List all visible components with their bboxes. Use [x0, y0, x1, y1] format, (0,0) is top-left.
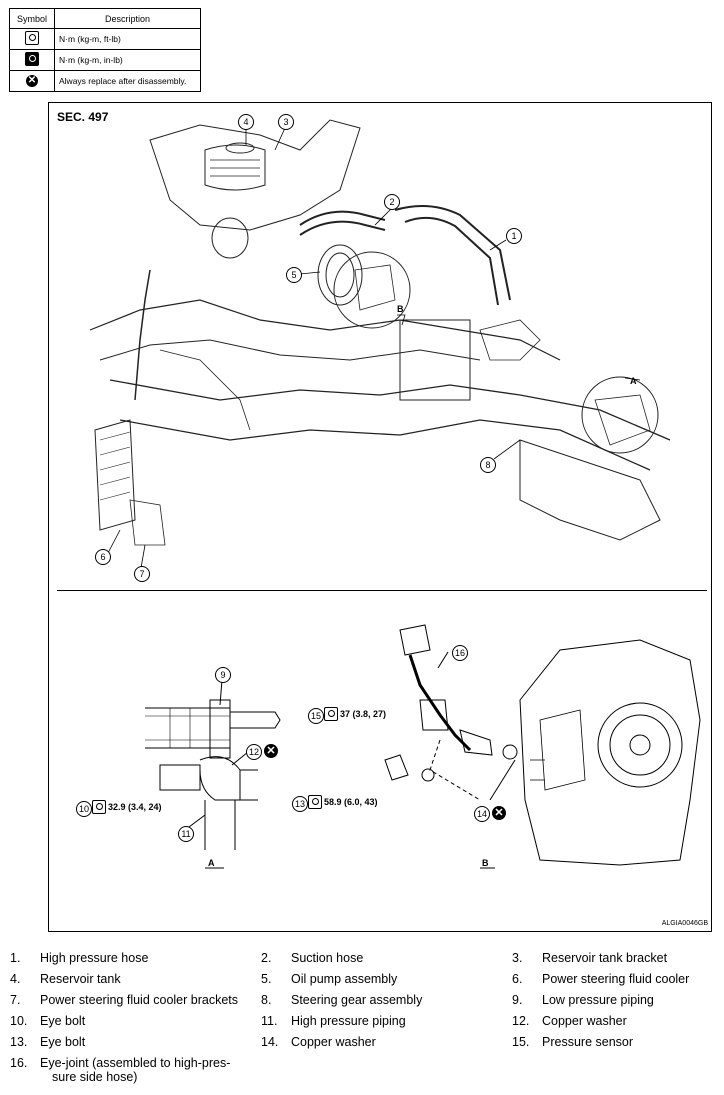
- torque-value-15: 37 (3.8, 27): [340, 709, 387, 719]
- always-replace-icon: ✕: [264, 744, 278, 758]
- detail-b-label: B: [482, 858, 489, 868]
- callout-3: 3: [278, 114, 294, 130]
- callout-14: 14: [474, 806, 490, 822]
- part-item-8: 8.Steering gear assembly: [261, 993, 423, 1007]
- callout-1: 1: [506, 228, 522, 244]
- part-item-15: 15.Pressure sensor: [512, 1035, 634, 1049]
- callout-6: 6: [95, 549, 111, 565]
- callout-2: 2: [384, 194, 400, 210]
- callout-13: 13: [292, 796, 308, 812]
- upper-leader-lines: [107, 127, 641, 569]
- part-item-12: 12.Copper washer: [512, 1014, 627, 1028]
- part-item-16-text: Eye-joint (assembled to high-pres- sure …: [40, 1056, 231, 1084]
- part-item-13: 13.Eye bolt: [10, 1035, 86, 1049]
- part-item-1: 1.High pressure hose: [10, 951, 149, 965]
- detail-b-drawing: [384, 624, 701, 869]
- callout-7: 7: [134, 566, 150, 582]
- part-item-6: 6.Power steering fluid cooler: [512, 972, 690, 986]
- callout-15: 15: [308, 708, 324, 724]
- callout-9: 9: [215, 667, 231, 683]
- callout-10: 10: [76, 801, 92, 817]
- figure-code: ALGIA0046GB: [661, 920, 708, 927]
- always-replace-icon: ✕: [26, 75, 38, 87]
- torque-wrench-icon: [92, 800, 106, 814]
- legend-symbol-1: [9, 28, 55, 50]
- part-item-10: 10.Eye bolt: [10, 1014, 86, 1028]
- legend-symbol-3: ✕: [9, 70, 55, 92]
- torque-wrench-inlb-icon: [25, 52, 39, 66]
- part-item-4: 4.Reservoir tank: [10, 972, 121, 986]
- callout-5: 5: [286, 267, 302, 283]
- torque-spec-10: 32.9 (3.4, 24): [92, 800, 162, 814]
- section-label: SEC. 497: [57, 110, 109, 124]
- torque-spec-13: 58.9 (6.0, 43): [308, 795, 378, 809]
- torque-spec-15: 37 (3.8, 27): [324, 707, 386, 721]
- torque-wrench-icon: [308, 795, 322, 809]
- callout-8: 8: [480, 457, 496, 473]
- part-item-11: 11.High pressure piping: [261, 1014, 406, 1028]
- diagram-frame: [48, 102, 712, 932]
- callout-12: 12: [246, 744, 262, 760]
- torque-value-13: 58.9 (6.0, 43): [324, 797, 378, 807]
- diagram-divider: [57, 590, 707, 591]
- always-replace-icon: ✕: [492, 806, 506, 820]
- part-item-5: 5.Oil pump assembly: [261, 972, 398, 986]
- torque-value-10: 32.9 (3.4, 24): [108, 802, 162, 812]
- part-item-9: 9.Low pressure piping: [512, 993, 654, 1007]
- detail-a-pointer-label: A: [630, 376, 637, 386]
- torque-wrench-ftlb-icon: [25, 31, 39, 45]
- part-item-16: 16. Eye-joint (assembled to high-pres- s…: [10, 1056, 231, 1084]
- detail-a-label: A: [208, 858, 215, 868]
- callout-11: 11: [178, 826, 194, 842]
- legend-desc-3: Always replace after disassembly.: [54, 70, 201, 92]
- torque-wrench-icon: [324, 707, 338, 721]
- upper-assembly-drawing: [89, 119, 671, 546]
- part-item-2: 2.Suction hose: [261, 951, 364, 965]
- detail-a-drawing: [145, 679, 281, 869]
- detail-b-pointer-label: B: [397, 304, 404, 314]
- part-item-14: 14.Copper washer: [261, 1035, 376, 1049]
- callout-16: 16: [452, 645, 468, 661]
- callout-4: 4: [238, 114, 254, 130]
- part-item-3: 3.Reservoir tank bracket: [512, 951, 668, 965]
- part-item-7: 7.Power steering fluid cooler brackets: [10, 993, 239, 1007]
- symbol-legend-table: Symbol Description N·m (kg-m, ft-lb) N·m…: [9, 8, 201, 92]
